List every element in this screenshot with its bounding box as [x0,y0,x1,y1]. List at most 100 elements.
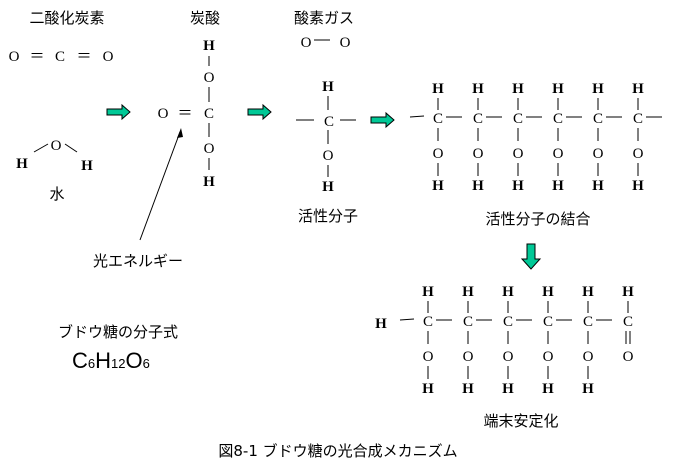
atom-c: C [633,111,643,127]
atom-c: C [463,314,473,330]
bond [33,143,49,153]
label-oxygen-gas: 酸素ガス [294,9,354,27]
right-arrow-icon [370,111,395,129]
light-energy-pointer [139,131,181,241]
atom-h: H [16,156,28,172]
atom-c: C [55,49,65,65]
atom-h: H [472,81,484,97]
bond [64,143,78,153]
label-active-molecule: 活性分子 [298,207,358,225]
atom-o: O [513,146,524,162]
atom-o: O [204,141,215,157]
atom-h: H [502,284,514,300]
atom-o: O [623,349,634,365]
right-arrow-icon [106,103,131,121]
atom-h: H [472,178,484,194]
co2-molecule: O ＝ C ＝ O [9,49,114,65]
atom-o: O [9,49,20,65]
formula-o: O [125,348,142,373]
atom-h: H [203,38,215,54]
atom-o: O [103,49,114,65]
atom-o: O [593,146,604,162]
formula-h-count: 12 [111,356,125,371]
atom-c: C [553,111,563,127]
atom-o: O [583,349,594,365]
atom-o: O [473,146,484,162]
atom-o: O [553,146,564,162]
label-co2: 二酸化炭素 [29,9,104,27]
o2-molecule: O O [301,35,351,51]
atom-h: H [632,81,644,97]
atom-h: H [422,284,434,300]
atom-h: H [432,178,444,194]
atom-h: H [592,81,604,97]
atom-o: O [301,35,312,51]
formula-h: H [95,348,111,373]
figure-caption: 図8-1 ブドウ糖の光合成メカニズム [218,442,457,460]
atom-h: H [542,284,554,300]
atom-h: H [502,381,514,397]
atom-h: H [592,178,604,194]
bond [409,115,425,118]
atom-c: C [324,114,334,130]
formula-c: C [72,348,88,373]
label-light-energy: 光エネルギー [93,252,183,270]
atom-o: O [423,349,434,365]
atom-c: C [543,314,553,330]
down-arrow-icon [520,243,542,270]
atom-h: H [422,381,434,397]
label-active-bond: 活性分子の結合 [485,210,590,228]
atom-c: C [204,106,214,122]
atom-o: O [204,70,215,86]
atom-h: H [375,316,387,332]
atom-c: C [593,111,603,127]
atom-o: O [158,106,169,122]
pointer-arrowhead-icon [177,128,183,138]
atom-h: H [622,284,634,300]
formula-c-count: 6 [88,356,95,371]
atom-h: H [542,381,554,397]
atom-c: C [583,314,593,330]
atom-h: H [552,178,564,194]
label-terminal-stabilization: 端末安定化 [483,412,558,430]
carbonic-acid-molecule: H O O ＝ C O H [158,38,216,190]
atom-c: C [433,111,443,127]
atom-o: O [340,35,351,51]
atom-h: H [512,178,524,194]
atom-h: H [432,81,444,97]
right-arrow-icon [247,103,272,121]
label-glucose-formula: ブドウ糖の分子式 [58,323,178,341]
double-bond: ＝ [177,106,192,122]
atom-c: C [423,314,433,330]
glucose-formula: C6H12O6 [72,348,150,373]
atom-h: H [552,81,564,97]
atom-h: H [582,284,594,300]
double-bond: ＝ [76,49,91,65]
atom-h: H [322,179,334,195]
atom-h: H [322,79,334,95]
atom-h: H [512,81,524,97]
atom-o: O [323,148,334,164]
atom-o: O [433,146,444,162]
atom-c: C [513,111,523,127]
atom-h: H [203,174,215,190]
atom-o: O [463,349,474,365]
atom-c: C [623,314,633,330]
atom-o: O [503,349,514,365]
double-bond: ＝ [29,49,44,65]
atom-c: C [503,314,513,330]
atom-h: H [462,284,474,300]
formula-o-count: 6 [143,356,150,371]
water-molecule: O H H [16,138,93,174]
atom-o: O [543,349,554,365]
label-carbonic-acid: 炭酸 [190,9,220,27]
bond [399,318,415,321]
atom-h: H [582,381,594,397]
atom-h: H [81,158,93,174]
atom-c: C [473,111,483,127]
atom-o: O [51,138,62,154]
active-molecule: H C O H [296,79,356,195]
atom-o: O [633,146,644,162]
